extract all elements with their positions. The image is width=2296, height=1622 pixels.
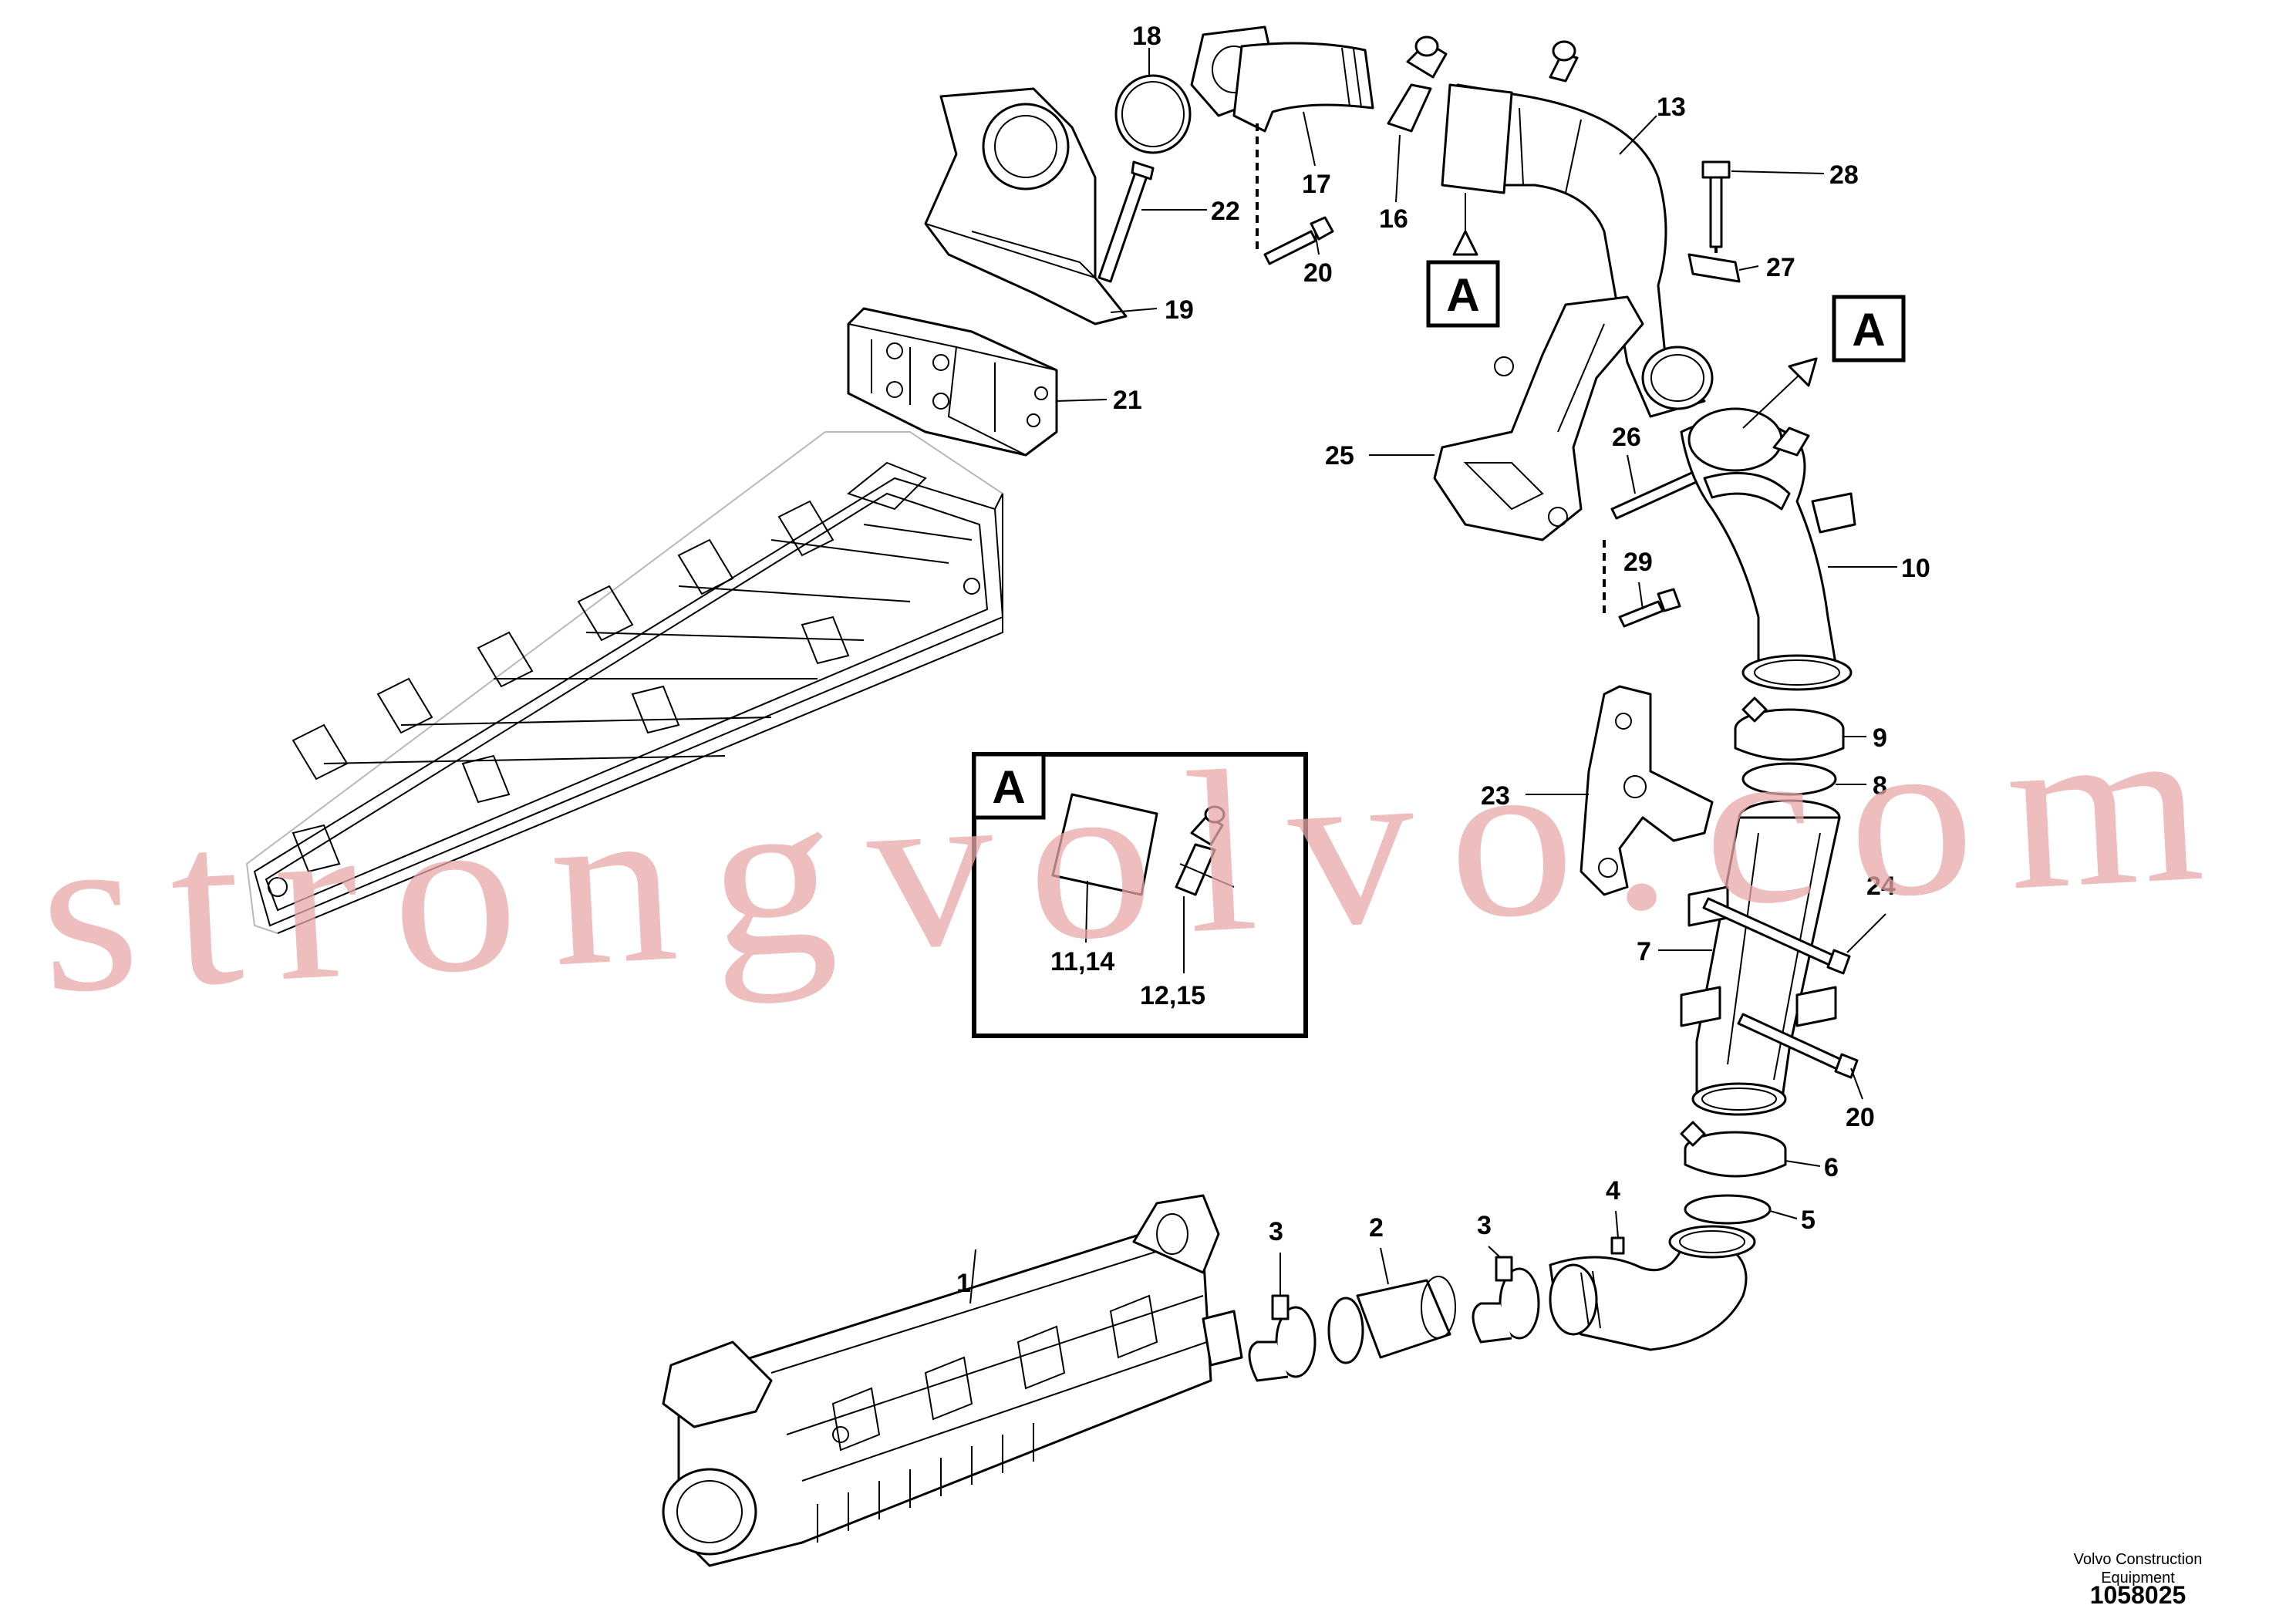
leader-lines — [969, 48, 1897, 1304]
part-19-drawing — [924, 87, 1128, 325]
callout-22: 22 — [1211, 197, 1240, 226]
part-2-hose-drawing — [1327, 1276, 1456, 1364]
callout-10: 10 — [1901, 554, 1930, 583]
callout-20-top: 20 — [1303, 258, 1333, 288]
part-10-pipe-drawing — [1680, 407, 1856, 691]
callout-25: 25 — [1325, 441, 1354, 470]
callout-3-right: 3 — [1477, 1211, 1492, 1240]
callout-1: 1 — [956, 1269, 971, 1298]
part-7-pipe-drawing — [1680, 799, 1841, 1116]
part-28-bolt-drawing — [1701, 160, 1731, 248]
part-24-bolt-drawing — [1702, 897, 1851, 975]
part-9-clamp-drawing — [1734, 696, 1845, 761]
part-13-pipe-drawing — [1441, 40, 1714, 418]
callout-28: 28 — [1829, 160, 1859, 190]
callout-labels: 1 2 3 3 4 5 6 7 8 9 10 13 16 17 18 19 20… — [956, 22, 1930, 1298]
footer-company: Volvo Construction Equipment — [2073, 1551, 2203, 1587]
callout-16: 16 — [1379, 204, 1408, 234]
callout-3-left: 3 — [1269, 1217, 1283, 1246]
part-29-bolt-drawing — [1618, 588, 1681, 628]
detail-label-12-15: 12,15 — [1140, 981, 1205, 1010]
callout-5: 5 — [1801, 1206, 1816, 1235]
part-25-bracket-drawing — [1433, 295, 1644, 541]
svg-text:A: A — [1852, 304, 1885, 356]
callout-26: 26 — [1612, 423, 1641, 452]
svg-text:A: A — [1446, 269, 1479, 321]
view-marker-right: A — [1832, 295, 1906, 363]
footer-doc-number: 1058025 — [2089, 1581, 2186, 1609]
part-27-clip-drawing — [1687, 253, 1741, 283]
detail-hose-drawing — [1051, 793, 1158, 896]
callout-8: 8 — [1873, 771, 1887, 801]
callout-18: 18 — [1132, 22, 1161, 51]
part-23-bracket-drawing — [1580, 685, 1714, 896]
callout-4: 4 — [1606, 1176, 1620, 1206]
callout-27: 27 — [1766, 253, 1795, 282]
part-3-clamp-right-drawing — [1472, 1256, 1540, 1344]
part-4-elbow-drawing — [1549, 1225, 1756, 1351]
part-20-bolt-drawing — [1263, 216, 1334, 265]
part-8-ring-drawing — [1741, 762, 1837, 796]
callout-6: 6 — [1824, 1153, 1839, 1182]
callout-2: 2 — [1369, 1213, 1384, 1243]
part-18-oring-drawing — [1114, 74, 1192, 154]
part-22-bolt-drawing — [1097, 160, 1155, 283]
part-5-ring-drawing — [1684, 1194, 1772, 1225]
callout-21: 21 — [1113, 386, 1142, 415]
detail-label-11-14: 11,14 — [1050, 947, 1114, 976]
part-6-clamp-drawing — [1680, 1121, 1787, 1178]
part-1-cooler-drawing — [662, 1194, 1243, 1567]
callout-20-lower: 20 — [1846, 1103, 1875, 1132]
detail-view-a: A 11,14 12,15 — [972, 752, 1308, 1038]
part-3-clamp-left-drawing — [1248, 1294, 1317, 1382]
callout-23: 23 — [1481, 781, 1510, 811]
callout-7: 7 — [1637, 937, 1651, 966]
detail-title: A — [992, 761, 1025, 813]
part-20-lower-bolt-drawing — [1737, 1013, 1859, 1079]
part-16-clamp-drawing — [1387, 35, 1448, 133]
callout-17: 17 — [1302, 170, 1331, 199]
callout-24: 24 — [1866, 872, 1896, 901]
part-21-drawing — [847, 307, 1058, 457]
part-17-pipe-drawing — [1190, 25, 1374, 133]
engine-block-drawing — [245, 431, 1004, 935]
callout-19: 19 — [1165, 295, 1194, 325]
view-marker-top: A — [1426, 260, 1500, 328]
callout-29: 29 — [1623, 548, 1653, 577]
callout-13: 13 — [1657, 93, 1686, 122]
callout-9: 9 — [1873, 723, 1887, 753]
